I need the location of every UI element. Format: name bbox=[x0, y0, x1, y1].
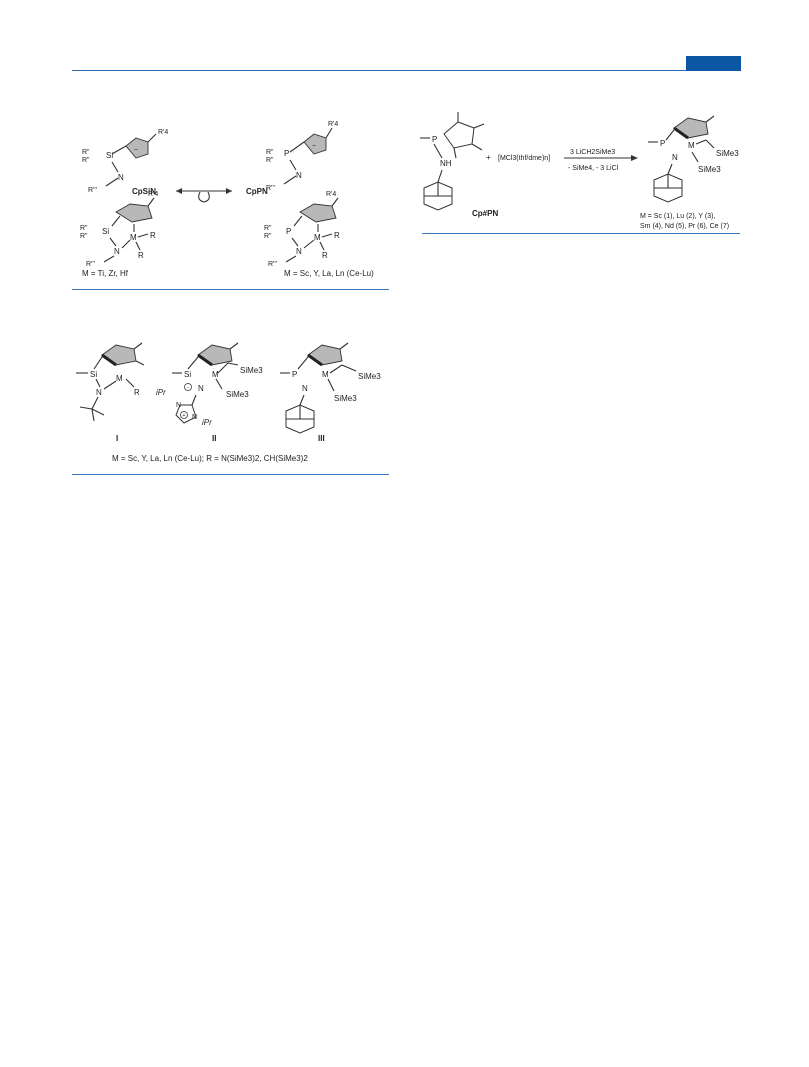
sime3-ii-a: SiMe3 bbox=[240, 366, 263, 375]
svg-text:−: − bbox=[134, 147, 138, 154]
product-caption-2: Sm (4), Nd (5), Pr (6), Ce (7) bbox=[640, 223, 729, 230]
ipr-label-a: iPr bbox=[156, 388, 166, 397]
r-label-a: R bbox=[150, 231, 156, 240]
adamantyl-icon bbox=[285, 394, 315, 434]
r2-label-right-b: R" bbox=[266, 157, 274, 164]
r2-label-lower: R" bbox=[80, 225, 88, 232]
m-label-i: M bbox=[116, 374, 123, 383]
sime3-iii-a: SiMe3 bbox=[358, 372, 381, 381]
cpsin-metal-complex: R'4 Si R" R" N M R R R''' bbox=[80, 191, 158, 268]
sime3-iii-b: SiMe3 bbox=[334, 394, 357, 403]
n-label-ii: N bbox=[198, 384, 204, 393]
adamantyl-icon bbox=[653, 163, 683, 203]
label-iii: III bbox=[318, 434, 325, 443]
scheme-cpsin-cppn: − R'4 Si R" R" N R''' − R'4 P R" R" N R'… bbox=[80, 121, 374, 278]
r3-label-right: R''' bbox=[266, 185, 275, 192]
complex-iii: P N M SiMe3 SiMe3 bbox=[280, 342, 381, 434]
product-caption-1: M = Sc (1), Lu (2), Y (3), bbox=[640, 213, 715, 220]
product-complex: P N M SiMe3 SiMe3 bbox=[648, 115, 739, 203]
r4-label-lower: R'4 bbox=[148, 191, 158, 198]
m-label-ii: M bbox=[212, 370, 219, 379]
metal-reagent: [MCl3(thf/dme)n] bbox=[498, 155, 550, 162]
r2-label-lower-right: R" bbox=[264, 225, 272, 232]
n-label-product: N bbox=[672, 153, 678, 162]
scheme-synthesis: P NH Cp#PN + [MCl3(thf/dme)n] 3 LiCH2SiM… bbox=[420, 112, 739, 230]
si-label-lower: Si bbox=[102, 227, 109, 236]
r2-label-b: R" bbox=[82, 157, 90, 164]
m-label-lower: M bbox=[130, 233, 137, 242]
r2-label: R" bbox=[82, 149, 90, 156]
nh-label: NH bbox=[440, 159, 452, 168]
cppn-label: CpPN bbox=[246, 187, 268, 196]
r4-label: R'4 bbox=[158, 129, 168, 136]
svg-text:−: − bbox=[312, 143, 316, 150]
sime3-product-a: SiMe3 bbox=[716, 149, 739, 158]
si-label-i: Si bbox=[90, 370, 97, 379]
scheme1-right-caption: M = Sc, Y, La, Ln (Ce-Lu) bbox=[284, 269, 374, 278]
r2-label-lower-b: R" bbox=[80, 233, 88, 240]
svg-text:+: + bbox=[183, 413, 186, 419]
n-label: N bbox=[118, 173, 124, 182]
complex-i: Si N M R bbox=[76, 342, 145, 422]
scheme3-rule bbox=[422, 233, 740, 234]
arrow-top-label: 3 LiCH2SiMe3 bbox=[570, 149, 615, 156]
si-label: Si bbox=[106, 151, 113, 160]
plus-sign: + bbox=[486, 153, 491, 162]
scheme2-rule bbox=[72, 474, 389, 475]
equilibrium-arrow-icon bbox=[176, 188, 232, 203]
sime3-product-b: SiMe3 bbox=[698, 165, 721, 174]
p-label-iii: P bbox=[292, 370, 297, 379]
scheme1-left-caption: M = Ti, Zr, Hf bbox=[82, 269, 129, 278]
svg-text:−: − bbox=[187, 385, 190, 391]
r-label-d: R bbox=[322, 251, 328, 260]
scheme-complexes-i-ii-iii: Si N M R I Si − N M SiMe3 SiMe3 N N bbox=[76, 342, 381, 463]
r4-label-right: R'4 bbox=[328, 121, 338, 128]
cpsin-open-structure: − R'4 Si R" R" N R''' bbox=[82, 129, 168, 194]
n-label-ii-ring-b: N bbox=[192, 414, 197, 421]
label-ii: II bbox=[212, 434, 216, 443]
p-label-product: P bbox=[660, 139, 665, 148]
r-label-i: R bbox=[134, 388, 140, 397]
complex-ii: Si − N M SiMe3 SiMe3 N N + iPr iPr bbox=[156, 342, 263, 427]
m-label-iii: M bbox=[322, 370, 329, 379]
ligand-label: Cp#PN bbox=[472, 209, 498, 218]
cpsin-label: CpSiN bbox=[132, 187, 156, 196]
r-label-b: R bbox=[138, 251, 144, 260]
ipr-label-b: iPr bbox=[202, 418, 212, 427]
m-label-product: M bbox=[688, 141, 695, 150]
p-label: P bbox=[284, 149, 289, 158]
cp-pn-ligand: P NH bbox=[420, 112, 485, 211]
n-label-iii: N bbox=[302, 384, 308, 393]
n-label-ii-ring-a: N bbox=[176, 402, 181, 409]
r2-label-lower-right-b: R" bbox=[264, 233, 272, 240]
n-label-right: N bbox=[296, 171, 302, 180]
n-label-i: N bbox=[96, 388, 102, 397]
header-rule bbox=[72, 70, 741, 71]
r3-label: R''' bbox=[88, 187, 97, 194]
label-i: I bbox=[116, 434, 118, 443]
p-label-ligand: P bbox=[432, 135, 437, 144]
scheme1-rule bbox=[72, 289, 389, 290]
header-accent-tab bbox=[686, 56, 741, 71]
r-label-c: R bbox=[334, 231, 340, 240]
cppn-metal-complex: R'4 P R" R" N M R R R''' bbox=[264, 191, 340, 268]
scheme2-caption: M = Sc, Y, La, Ln (Ce-Lu); R = N(SiMe3)2… bbox=[112, 454, 308, 463]
si-label-ii: Si bbox=[184, 370, 191, 379]
r3-label-lower: R''' bbox=[86, 261, 95, 268]
r4-label-lower-right: R'4 bbox=[326, 191, 336, 198]
sime3-ii-b: SiMe3 bbox=[226, 390, 249, 399]
n-label-lower-right: N bbox=[296, 247, 302, 256]
p-label-lower: P bbox=[286, 227, 291, 236]
m-label-lower-right: M bbox=[314, 233, 321, 242]
r2-label-right: R" bbox=[266, 149, 274, 156]
cppn-open-structure: − R'4 P R" R" N R''' bbox=[266, 121, 338, 192]
arrow-bottom-label: - SiMe4, - 3 LiCl bbox=[568, 165, 619, 172]
r3-label-lower-right: R''' bbox=[268, 261, 277, 268]
n-label-lower: N bbox=[114, 247, 120, 256]
